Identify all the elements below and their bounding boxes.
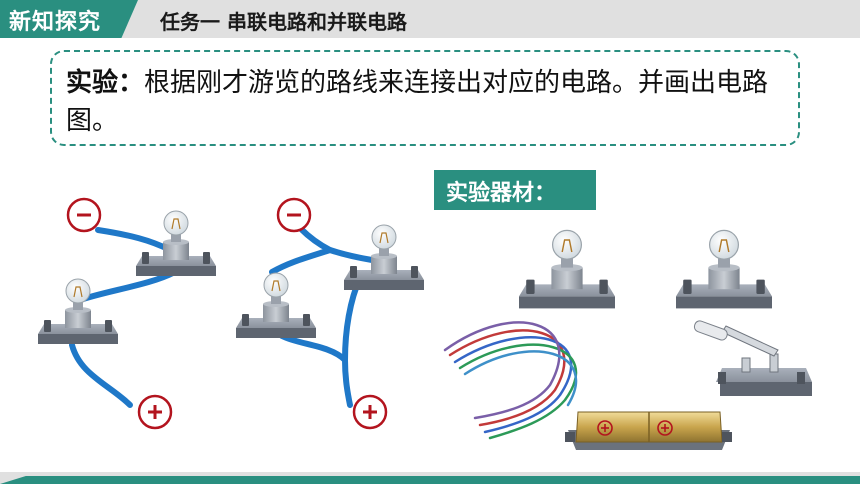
series-positive-terminal <box>137 394 173 430</box>
equipment-bulb-2 <box>675 229 773 310</box>
series-wire <box>77 269 178 303</box>
equipment-label: 实验器材： <box>434 170 596 210</box>
knife-switch <box>693 320 812 396</box>
task-title: 任务一 串联电路和并联电路 <box>160 10 407 34</box>
series-circuit <box>37 197 217 430</box>
series-bulb-2 <box>37 278 119 345</box>
parallel-wire <box>279 333 353 408</box>
wire-bundle <box>443 321 578 440</box>
instruction-body: 根据刚才游览的路线来连接出对应的电路。并画出电路图。 <box>66 68 769 136</box>
series-wire <box>95 227 173 253</box>
top-bar <box>0 0 860 38</box>
parallel-wire <box>269 247 333 275</box>
section-tab-label: 新知探究 <box>9 10 102 35</box>
battery-holder <box>565 411 732 450</box>
series-negative-terminal <box>66 197 102 233</box>
parallel-positive-terminal <box>352 394 388 430</box>
equipment-bulb-1 <box>518 229 616 310</box>
parallel-wire <box>342 275 363 363</box>
instruction-text: 实验：根据刚才游览的路线来连接出对应的电路。并画出电路图。 <box>66 64 786 140</box>
parallel-negative-terminal <box>276 197 312 233</box>
parallel-bulb-2 <box>235 272 317 339</box>
section-tab: 新知探究 <box>0 0 138 38</box>
equipment-bulbs <box>518 229 773 310</box>
instruction-label: 实验： <box>66 68 145 98</box>
equipment-label-text: 实验器材： <box>446 181 557 206</box>
instruction-box: 实验：根据刚才游览的路线来连接出对应的电路。并画出电路图。 <box>50 50 800 146</box>
series-wire <box>69 342 133 408</box>
bottom-accent-bar <box>0 476 860 484</box>
parallel-circuit <box>235 197 425 430</box>
